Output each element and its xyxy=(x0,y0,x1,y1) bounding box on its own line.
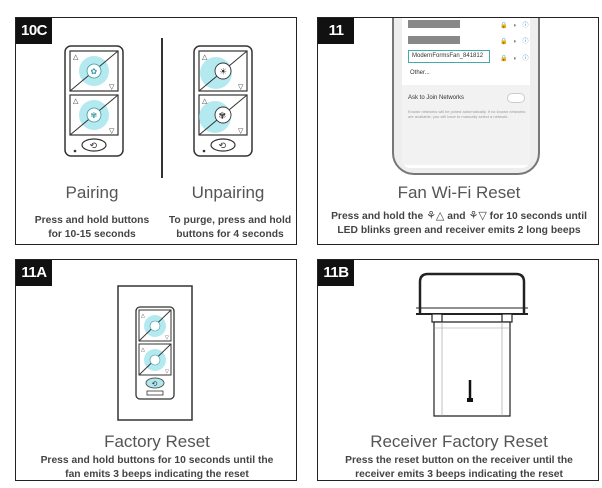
unpairing-caption: To purge, press and hold buttons for 4 s… xyxy=(162,214,296,241)
wall-plate-remote-illustration: △ ▽ △ ▽ ⟲ xyxy=(117,285,193,421)
step-badge: 11 xyxy=(318,18,354,44)
svg-text:⟲: ⟲ xyxy=(219,141,227,151)
factory-reset-caption: Press and hold buttons for 10 seconds un… xyxy=(22,454,292,480)
svg-text:△: △ xyxy=(202,98,208,105)
ask-to-join-toggle xyxy=(507,93,525,103)
panel-10c: 10C △ ▽ ✿ △ ▽ ✾ ⟲ △ ▽ ☀ △ ▽ xyxy=(15,17,297,245)
svg-text:▽: ▽ xyxy=(238,84,244,91)
panel-11a: 11A △ ▽ △ ▽ ⟲ Factory Reset Press and ho… xyxy=(15,259,297,481)
fan-wifi-reset-title: Fan Wi-Fi Reset xyxy=(397,183,521,202)
fan-network-item: ModernFormsFan_841812 xyxy=(408,50,490,63)
fan-up-button-icon: ⚘△ xyxy=(426,209,445,222)
unpairing-caption-line1: To purge, press and hold xyxy=(168,215,292,226)
svg-text:△: △ xyxy=(73,98,79,105)
receiver-factory-reset-title: Receiver Factory Reset xyxy=(370,432,548,451)
factory-reset-caption-line1: Press and hold buttons for 10 seconds un… xyxy=(40,455,274,466)
unpairing-caption-line2: buttons for 4 seconds xyxy=(176,228,284,240)
ask-to-join-fine-print: Known networks will be joined automatica… xyxy=(408,109,526,119)
network-status-icons: 🔒 ◗ ⓘ xyxy=(500,56,530,62)
factory-reset-title: Factory Reset xyxy=(104,432,210,451)
receiver-factory-reset-caption-line1: Press the reset button on the receiver u… xyxy=(345,455,573,466)
network-status-icons: 🔒 ◗ ⓘ xyxy=(500,39,530,45)
receiver-illustration xyxy=(416,272,528,417)
svg-text:△: △ xyxy=(141,347,145,353)
svg-text:✾: ✾ xyxy=(91,111,98,120)
phone-screen: 🔒 ◗ ⓘ 🔒 ◗ ⓘ 🔒 ◗ ⓘ ModernFormsFan_841812 … xyxy=(402,18,530,168)
svg-text:▽: ▽ xyxy=(238,128,244,135)
panel-11: 🔒 ◗ ⓘ 🔒 ◗ ⓘ 🔒 ◗ ⓘ ModernFormsFan_841812 … xyxy=(317,17,599,245)
step-badge: 11A xyxy=(16,260,52,286)
svg-text:▽: ▽ xyxy=(165,335,169,341)
pairing-remote-illustration: △ ▽ ✿ △ ▽ ✾ ⟲ xyxy=(64,45,124,157)
phone-illustration: 🔒 ◗ ⓘ 🔒 ◗ ⓘ 🔒 ◗ ⓘ ModernFormsFan_841812 … xyxy=(392,18,540,175)
unpairing-remote-illustration: △ ▽ ☀ △ ▽ ✾ ⟲ xyxy=(193,45,253,157)
svg-text:☀: ☀ xyxy=(219,67,227,77)
svg-text:△: △ xyxy=(141,313,145,319)
network-row-redacted xyxy=(408,20,460,28)
svg-text:✾: ✾ xyxy=(219,111,227,121)
svg-text:△: △ xyxy=(202,54,208,61)
pairing-title: Pairing xyxy=(65,183,119,202)
panel-11b: 11B Receiver Factory Reset Press the res… xyxy=(317,259,599,481)
pairing-caption-line1: Press and hold buttons xyxy=(34,215,150,226)
other-network-item: Other... xyxy=(410,70,430,76)
fan-wifi-reset-caption-line2: LED blinks green and receiver emits 2 lo… xyxy=(337,224,581,236)
svg-text:⟲: ⟲ xyxy=(90,141,98,151)
section-divider xyxy=(161,38,163,178)
pairing-caption: Press and hold buttons for 10-15 seconds xyxy=(22,214,162,241)
caption-part: Press and hold the xyxy=(331,211,424,222)
unpairing-title: Unpairing xyxy=(191,183,265,202)
svg-text:▽: ▽ xyxy=(109,128,115,135)
caption-part: for 10 seconds until xyxy=(489,211,587,222)
svg-text:⟲: ⟲ xyxy=(152,381,158,388)
factory-reset-caption-line2: fan emits 3 beeps indicating the reset xyxy=(65,468,249,480)
network-row-redacted xyxy=(408,36,460,44)
svg-text:▽: ▽ xyxy=(109,84,115,91)
ask-to-join-label: Ask to Join Networks xyxy=(408,95,465,101)
svg-text:✿: ✿ xyxy=(91,67,98,76)
svg-text:▽: ▽ xyxy=(165,369,169,375)
step-badge: 11B xyxy=(318,260,354,286)
caption-part: and xyxy=(447,211,466,222)
network-status-icons: 🔒 ◗ ⓘ xyxy=(500,23,530,29)
ask-to-join-section: Ask to Join Networks Known networks will… xyxy=(402,85,530,165)
pairing-caption-line2: for 10-15 seconds xyxy=(48,228,136,240)
svg-text:△: △ xyxy=(73,54,79,61)
fan-wifi-reset-caption: Press and hold the ⚘△ and ⚘▽ for 10 seco… xyxy=(320,209,598,237)
fan-down-button-icon: ⚘▽ xyxy=(468,209,487,222)
receiver-factory-reset-caption: Press the reset button on the receiver u… xyxy=(324,454,594,480)
step-badge: 10C xyxy=(16,18,52,44)
receiver-factory-reset-caption-line2: receiver emits 3 beeps indicating the re… xyxy=(355,468,563,480)
fan-wifi-reset-caption-line1: Press and hold the ⚘△ and ⚘▽ for 10 seco… xyxy=(320,209,598,224)
